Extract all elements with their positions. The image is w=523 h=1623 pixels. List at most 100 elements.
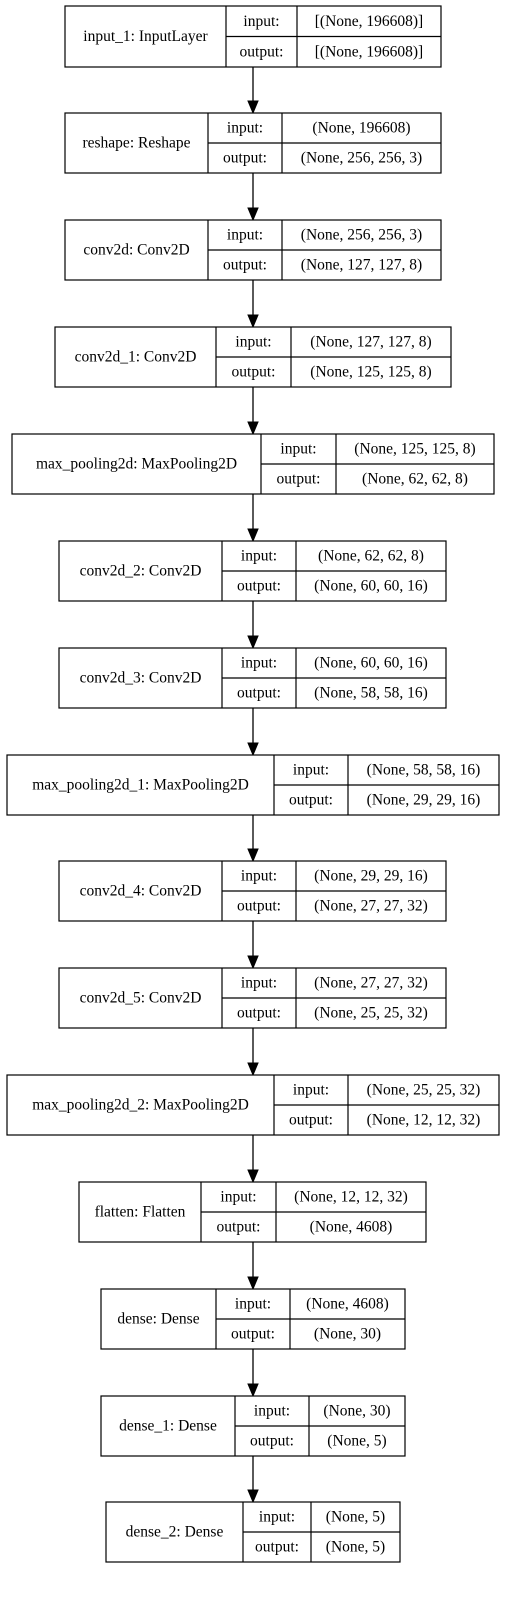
output-label: output: [237, 1005, 281, 1022]
layer-name: conv2d: Conv2D [83, 242, 189, 259]
input-label: input: [227, 120, 263, 137]
input-shape: (None, 256, 256, 3) [301, 227, 422, 244]
input-label: input: [235, 1296, 271, 1313]
input-shape: [(None, 196608)] [315, 13, 423, 30]
output-shape: (None, 127, 127, 8) [301, 257, 422, 274]
arrow-head [247, 1276, 259, 1291]
layer-name: conv2d_4: Conv2D [80, 883, 202, 900]
layer-node: conv2d_4: Conv2D input: output: (None, 29, … [58, 860, 447, 922]
layer-node: max_pooling2d_2: MaxPooling2D input: outpu… [6, 1074, 500, 1136]
input-shape: (None, 5) [326, 1509, 385, 1526]
input-shape: (None, 127, 127, 8) [310, 334, 431, 351]
output-shape: (None, 12, 12, 32) [367, 1112, 481, 1129]
flow-arrow [247, 1028, 259, 1077]
input-shape: (None, 25, 25, 32) [367, 1082, 481, 1099]
input-shape: (None, 125, 125, 8) [354, 441, 475, 458]
layer-node: dense: Dense input: output: (None, 4608) (No… [100, 1288, 406, 1350]
output-label: output: [237, 578, 281, 595]
output-label: output: [217, 1219, 261, 1236]
layer-name: flatten: Flatten [95, 1204, 186, 1221]
arrow-head [247, 1169, 259, 1184]
arrow-head [247, 848, 259, 863]
flow-arrow [247, 815, 259, 863]
arrow-head [247, 1383, 259, 1398]
input-label: input: [293, 1082, 329, 1099]
output-label: output: [289, 1112, 333, 1129]
layer-name: reshape: Reshape [82, 135, 190, 152]
layer-node: conv2d_3: Conv2D input: output: (None, 60, … [58, 647, 447, 709]
input-label: input: [220, 1189, 256, 1206]
output-label: output: [237, 685, 281, 702]
output-label: output: [223, 257, 267, 274]
output-label: output: [223, 150, 267, 167]
layer-node: max_pooling2d: MaxPooling2D input: output:… [11, 433, 495, 495]
input-shape: (None, 12, 12, 32) [294, 1189, 408, 1206]
layer-name: conv2d_5: Conv2D [80, 990, 202, 1007]
arrow-head [247, 421, 259, 436]
input-shape: (None, 196608) [312, 120, 410, 137]
input-shape: (None, 27, 27, 32) [314, 975, 428, 992]
layer-node: flatten: Flatten input: output: (None, 12, … [78, 1181, 427, 1243]
input-label: input: [254, 1403, 290, 1420]
output-shape: (None, 58, 58, 16) [314, 685, 428, 702]
flow-arrow [247, 601, 259, 650]
arrow-head [247, 1489, 259, 1504]
arrow-head [247, 314, 259, 329]
output-shape: (None, 27, 27, 32) [314, 898, 428, 915]
layer-node: dense_2: Dense input: output: (None, 5) (Non… [105, 1501, 401, 1563]
input-label: input: [241, 975, 277, 992]
output-label: output: [231, 1326, 275, 1343]
layer-name: dense_1: Dense [119, 1418, 217, 1435]
output-shape: (None, 30) [314, 1326, 381, 1343]
layer-name: dense: Dense [117, 1311, 199, 1328]
layer-name: conv2d_2: Conv2D [80, 563, 202, 580]
layer-node: max_pooling2d_1: MaxPooling2Dinput:outpu… [6, 754, 500, 816]
output-label: output: [289, 792, 333, 809]
input-shape: (None, 4608) [306, 1296, 389, 1313]
layer-node: conv2d_2: Conv2D input: output: (None, 62, … [58, 540, 447, 602]
input-label: input: [241, 868, 277, 885]
output-shape: (None, 25, 25, 32) [314, 1005, 428, 1022]
layer-name: max_pooling2d: MaxPooling2D [36, 456, 237, 473]
layer-name: conv2d_1: Conv2D [75, 349, 197, 366]
layer-name: max_pooling2d_1: MaxPooling2D [32, 777, 249, 794]
input-label: input: [241, 548, 277, 565]
flow-arrow [247, 494, 259, 543]
output-label: output: [237, 898, 281, 915]
input-shape: (None, 60, 60, 16) [314, 655, 428, 672]
input-label: input: [280, 441, 316, 458]
output-label: output: [277, 471, 321, 488]
layer-name: conv2d_3: Conv2D [80, 670, 202, 687]
flow-arrow [247, 708, 259, 757]
output-shape: (None, 29, 29, 16) [367, 792, 481, 809]
input-label: input: [259, 1509, 295, 1526]
arrow-head [247, 100, 259, 115]
flow-arrow [247, 1242, 259, 1291]
input-shape: (None, 30) [323, 1403, 390, 1420]
output-label: output: [255, 1539, 299, 1556]
input-shape: (None, 62, 62, 8) [318, 548, 424, 565]
arrow-head [247, 955, 259, 970]
layer-node: conv2d_5: Conv2D input: output: (None, 27, … [58, 967, 447, 1029]
output-shape: (None, 5) [326, 1539, 385, 1556]
layer-node: conv2d: Conv2D input: output: (None, 256, 2… [64, 219, 442, 281]
layer-name: dense_2: Dense [126, 1524, 224, 1541]
arrow-head [247, 1062, 259, 1077]
flow-arrow [247, 1456, 259, 1504]
flow-arrow [247, 921, 259, 970]
arrow-head [247, 742, 259, 757]
flow-arrow [247, 1135, 259, 1184]
flow-arrow [247, 67, 259, 115]
input-label: input: [241, 655, 277, 672]
input-label: input: [227, 227, 263, 244]
output-shape: (None, 5) [327, 1433, 386, 1450]
layer-name: input_1: InputLayer [83, 28, 208, 45]
output-shape: (None, 125, 125, 8) [310, 364, 431, 381]
input-shape: (None, 29, 29, 16) [314, 868, 428, 885]
input-shape: (None, 58, 58, 16) [367, 762, 481, 779]
output-label: output: [240, 43, 284, 60]
layer-name: max_pooling2d_2: MaxPooling2D [32, 1097, 249, 1114]
input-label: input: [235, 334, 271, 351]
